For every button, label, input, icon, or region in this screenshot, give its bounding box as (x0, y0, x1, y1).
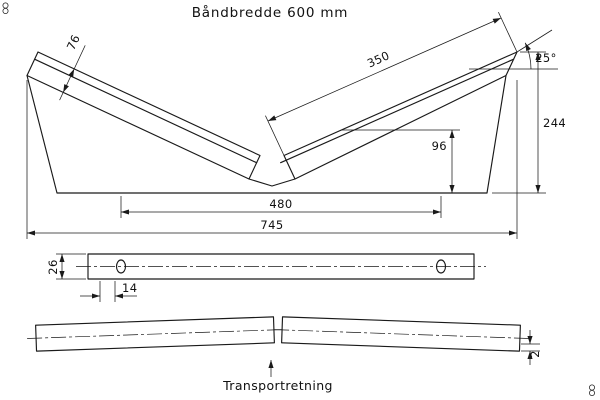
dim-2-label: 2 (528, 350, 542, 358)
dim-76-overshoot-top (73, 45, 86, 70)
angle-arc (524, 42, 532, 70)
dim-96-label: 96 (432, 139, 447, 153)
drawing-title: Båndbredde 600 mm (192, 4, 348, 21)
dim-76-overshoot-bottom (59, 92, 64, 101)
dim-350-line (267, 17, 502, 122)
dim-480-label: 480 (269, 197, 292, 211)
label-transport-direction: Transportretning (222, 378, 333, 393)
dim-26-label: 26 (46, 259, 60, 274)
angle-inclined-reference (516, 29, 553, 53)
frame-center-notch (248, 178, 296, 187)
dim-14-label: 14 (122, 281, 137, 295)
trough-frame-outline (26, 74, 507, 194)
dim-745-label: 745 (260, 218, 283, 232)
dim-244-label: 244 (543, 116, 566, 130)
left-roller (26, 51, 261, 180)
dim-350-label: 350 (365, 48, 392, 70)
dim-angle-label: 25° (535, 51, 557, 65)
dim-76-label: 76 (64, 32, 83, 52)
dim-76-line (62, 68, 75, 93)
side-bar-right-centerline (274, 329, 530, 339)
dim-350-extension-left (265, 115, 285, 156)
right-roller-inner-line (280, 58, 515, 164)
left-roller-inner-line (34, 58, 258, 164)
punch-mark-top-left (2, 2, 9, 14)
right-roller (283, 51, 518, 180)
dim-350-extension-right (498, 11, 518, 53)
side-bar-left-centerline (27, 329, 282, 339)
punch-mark-bottom-right (589, 384, 595, 396)
